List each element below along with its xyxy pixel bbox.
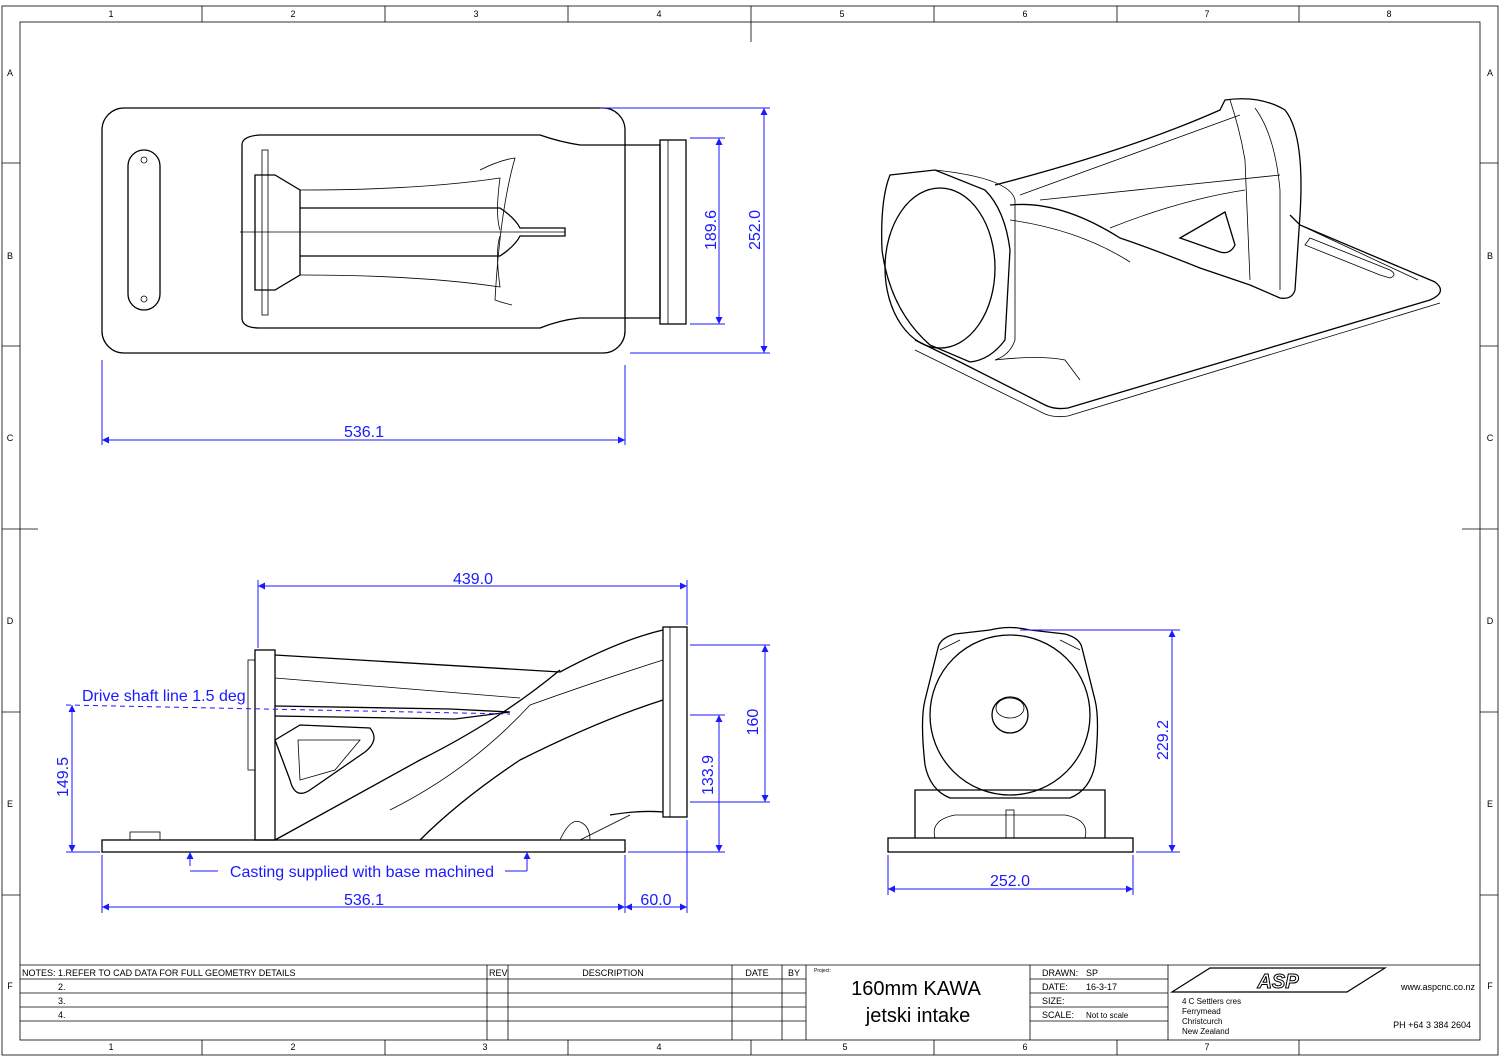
col-label: 5 xyxy=(839,9,844,19)
phone: PH +64 3 384 2604 xyxy=(1393,1020,1471,1030)
dim-side-height: 149.5 xyxy=(55,757,72,797)
rev-label: REV xyxy=(489,968,508,978)
website: www.aspcnc.co.nz xyxy=(1400,982,1476,992)
col-label: 6 xyxy=(1022,9,1027,19)
col-label: 7 xyxy=(1204,1042,1209,1052)
col-label: 3 xyxy=(473,9,478,19)
note-4: 4. xyxy=(58,1010,66,1020)
note-1: 1.REFER TO CAD DATA FOR FULL GEOMETRY DE… xyxy=(58,968,296,978)
row-label: C xyxy=(1487,433,1494,443)
sheet-border xyxy=(1,5,1499,1056)
side-view-dimensions: 439.0 160 133.9 149.5 Drive shaft line 1… xyxy=(55,571,770,913)
col-label: 2 xyxy=(290,9,295,19)
side-view xyxy=(101,626,688,853)
top-view xyxy=(101,107,687,354)
logo-text: ASP xyxy=(1256,971,1299,993)
col-label: 1 xyxy=(108,9,113,19)
top-view-dimensions: 536.1 189.6 252.0 xyxy=(101,107,770,445)
front-view xyxy=(887,626,1134,853)
address-4: New Zealand xyxy=(1182,1027,1229,1036)
row-label: E xyxy=(7,799,13,809)
address-3: Christcurch xyxy=(1182,1017,1222,1026)
grid-labels: 1 2 3 4 5 6 7 8 1 2 3 4 5 6 7 A B C D E … xyxy=(7,9,1494,1052)
scale-value: Not to scale xyxy=(1086,1011,1129,1020)
scale-label: SCALE: xyxy=(1042,1010,1074,1020)
description-label: DESCRIPTION xyxy=(582,968,644,978)
dim-front-height: 229.2 xyxy=(1155,720,1172,760)
dim-top-inner: 189.6 xyxy=(703,210,720,250)
col-label: 2 xyxy=(290,1042,295,1052)
row-label: A xyxy=(7,68,13,78)
col-label: 5 xyxy=(842,1042,847,1052)
row-label: E xyxy=(1487,799,1493,809)
dim-side-base: 536.1 xyxy=(344,892,384,909)
project-label: Project: xyxy=(814,968,831,974)
by-label: BY xyxy=(788,968,800,978)
isometric-view xyxy=(881,98,1442,418)
drawn-value: SP xyxy=(1086,968,1098,978)
col-label: 4 xyxy=(656,9,661,19)
dim-side-inner: 133.9 xyxy=(700,755,717,795)
date-value: 16-3-17 xyxy=(1086,982,1117,992)
notes-label: NOTES: xyxy=(22,968,56,978)
row-label: F xyxy=(1487,981,1493,991)
col-label: 8 xyxy=(1386,9,1391,19)
col-label: 1 xyxy=(108,1042,113,1052)
note-2: 2. xyxy=(58,982,66,992)
title-block: NOTES: 1.REFER TO CAD DATA FOR FULL GEOM… xyxy=(20,964,1480,1040)
front-view-dimensions: 229.2 252.0 xyxy=(887,629,1180,895)
date-field-label: DATE: xyxy=(1042,982,1068,992)
row-label: A xyxy=(1487,68,1493,78)
note-3: 3. xyxy=(58,996,66,1006)
size-label: SIZE: xyxy=(1042,996,1065,1006)
row-label: D xyxy=(1487,616,1494,626)
col-label: 3 xyxy=(482,1042,487,1052)
dim-side-flange: 60.0 xyxy=(640,892,671,909)
col-label: 7 xyxy=(1204,9,1209,19)
dim-top-width: 536.1 xyxy=(344,424,384,441)
dim-side-outlet: 160 xyxy=(745,709,762,736)
asp-logo: ASP xyxy=(1169,967,1388,994)
drive-shaft-note: Drive shaft line 1.5 deg xyxy=(82,688,246,705)
row-label: C xyxy=(7,433,14,443)
address-1: 4 C Settlers cres xyxy=(1182,997,1241,1006)
col-label: 6 xyxy=(1022,1042,1027,1052)
row-label: B xyxy=(1487,251,1493,261)
date-label: DATE xyxy=(745,968,768,978)
dim-front-width: 252.0 xyxy=(990,873,1030,890)
col-label: 4 xyxy=(656,1042,661,1052)
row-label: F xyxy=(7,981,13,991)
row-label: B xyxy=(7,251,13,261)
dim-top-outer: 252.0 xyxy=(747,210,764,250)
casting-note: Casting supplied with base machined xyxy=(230,864,494,881)
drawn-label: DRAWN: xyxy=(1042,968,1078,978)
dim-side-length: 439.0 xyxy=(453,571,493,588)
row-label: D xyxy=(7,616,14,626)
title-line-2: jetski intake xyxy=(865,1005,971,1027)
title-line-1: 160mm KAWA xyxy=(851,978,981,1000)
address-2: Ferrymead xyxy=(1182,1007,1221,1016)
